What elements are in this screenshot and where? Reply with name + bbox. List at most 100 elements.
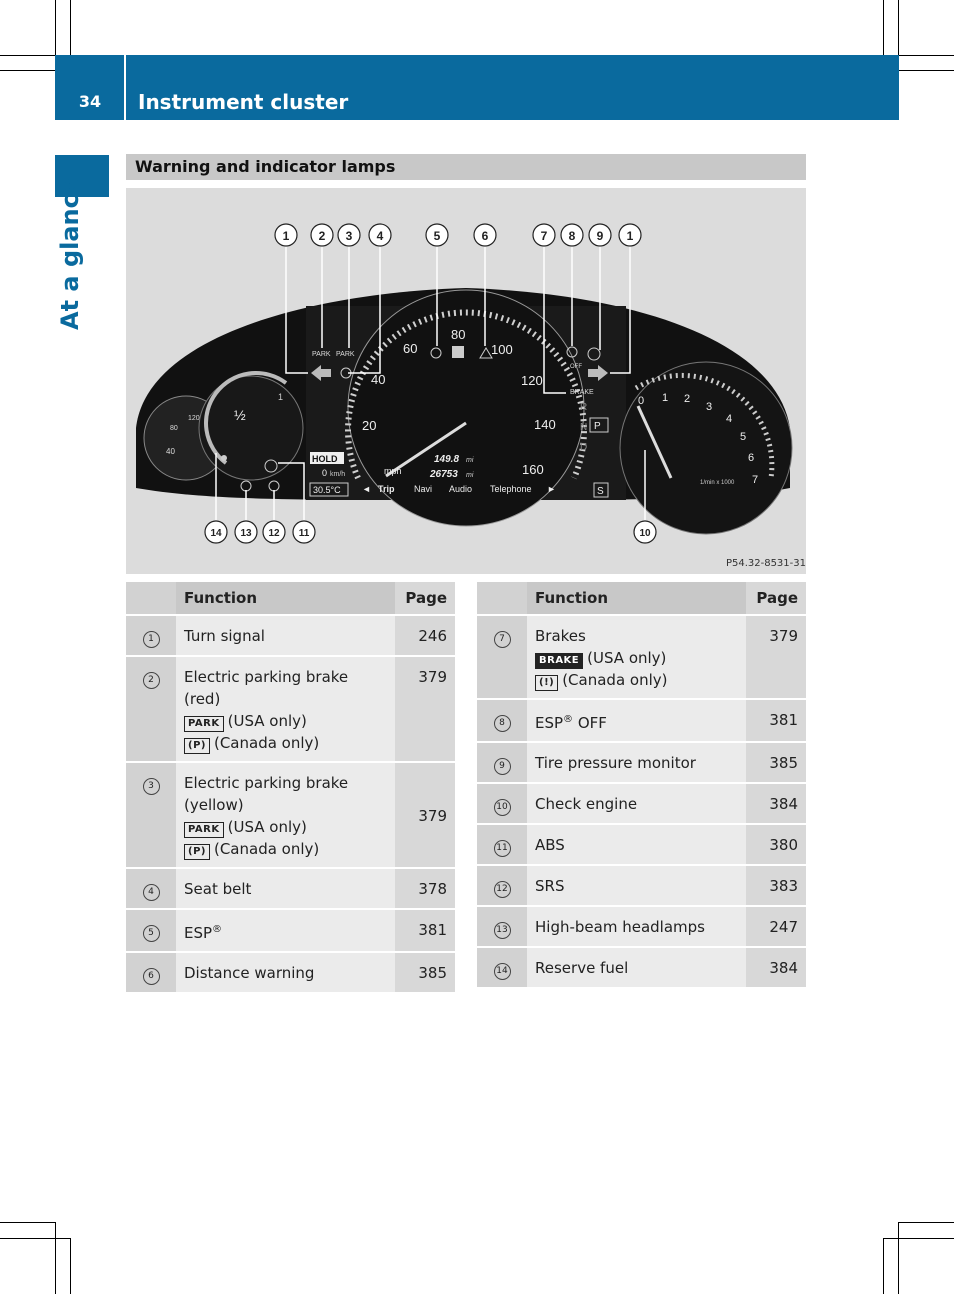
reserve-fuel-icon <box>221 455 227 461</box>
crop-mark <box>883 70 954 71</box>
header-divider <box>124 55 126 120</box>
function-cell: Check engine <box>527 784 746 825</box>
abs-icon <box>264 459 278 473</box>
menu-item-navi: Navi <box>414 484 432 494</box>
svg-text:13: 13 <box>240 528 252 539</box>
crop-mark <box>70 0 71 55</box>
gear-letter: P <box>594 421 601 432</box>
function-cell: Tire pressure monitor <box>527 743 746 784</box>
function-cell: Seat belt <box>176 869 395 910</box>
instrument-cluster-figure: 120°C 80 40 ½ 1 20 40 60 80 100 120 140 … <box>126 188 806 574</box>
esp-off-icon <box>566 346 578 358</box>
svg-text:3: 3 <box>346 229 353 243</box>
speedometer-scale <box>345 309 587 480</box>
tacho-tick-label: 2 <box>684 393 690 405</box>
callout-14: 14 <box>204 520 228 544</box>
gear-letter: D <box>580 442 587 453</box>
crop-mark <box>0 55 55 56</box>
function-cell: Electric parking brake (yellow) PARK(USA… <box>176 763 395 869</box>
table-row: 2 Electric parking brake (red) PARK(USA … <box>126 657 455 763</box>
svg-text:9: 9 <box>597 229 604 243</box>
function-cell: ESP® <box>176 910 395 953</box>
page-cell: 384 <box>746 784 806 825</box>
table-row: 13 High-beam headlamps 247 <box>477 907 806 948</box>
parking-p-symbol-icon: (P) <box>184 738 210 754</box>
crop-mark <box>883 0 884 55</box>
gear-letter: R <box>580 402 587 413</box>
park-indicator-red: PARK <box>312 351 331 358</box>
callout-leaders <box>215 246 646 520</box>
coolant-label-80: 80 <box>170 425 178 432</box>
page-cell: 385 <box>395 953 455 994</box>
row-number-badge: 9 <box>493 758 511 775</box>
callout-4: 4 <box>368 223 392 247</box>
svg-text:11: 11 <box>299 528 310 539</box>
callout-3: 3 <box>337 223 361 247</box>
svg-text:7: 7 <box>541 229 548 243</box>
tachometer-tick-labels: 0 1 2 3 4 5 6 7 <box>638 392 758 486</box>
crop-mark <box>55 1222 56 1294</box>
hold-box <box>310 452 344 464</box>
function-cell: Reserve fuel <box>527 948 746 989</box>
trip-value: 149.8 <box>434 454 459 465</box>
table-row: 4 Seat belt 378 <box>126 869 455 910</box>
outside-temperature: 30.5°C <box>313 485 341 495</box>
tacho-tick-label: 1 <box>662 392 668 404</box>
menu-item-telephone: Telephone <box>490 484 532 494</box>
svg-text:14: 14 <box>210 528 222 539</box>
function-cell: ESP® OFF <box>527 700 746 743</box>
menu-item-audio: Audio <box>449 484 472 494</box>
tacho-tick-label: 0 <box>638 395 644 407</box>
function-cell: Brakes BRAKE(USA only) (!)(Canada only) <box>527 616 746 700</box>
page-cell: 247 <box>746 907 806 948</box>
park-symbol-icon: PARK <box>184 716 224 732</box>
parking-p-symbol-icon: (P) <box>184 844 210 860</box>
table-row: 9 Tire pressure monitor 385 <box>477 743 806 784</box>
table-row: 3 Electric parking brake (yellow) PARK(U… <box>126 763 455 869</box>
hold-label: HOLD <box>312 454 338 464</box>
page-column-header: Page <box>395 582 455 616</box>
function-cell: ABS <box>527 825 746 866</box>
row-number-badge: 3 <box>142 778 160 795</box>
row-number-badge: 12 <box>493 881 511 898</box>
table-row: 1 Turn signal 246 <box>126 616 455 657</box>
chapter-title: Instrument cluster <box>138 90 349 114</box>
tacho-tick-label: 3 <box>706 401 712 413</box>
speedo-tick-label: 40 <box>371 372 385 387</box>
callout-9: 9 <box>588 223 612 247</box>
page-column-header: Page <box>746 582 806 616</box>
svg-text:1: 1 <box>283 229 290 243</box>
page-cell: 384 <box>746 948 806 989</box>
svg-text:2: 2 <box>319 229 326 243</box>
function-cell: High-beam headlamps <box>527 907 746 948</box>
tacho-tick-label: 4 <box>726 413 732 425</box>
tire-pressure-icon <box>587 347 601 361</box>
callout-12: 12 <box>262 520 286 544</box>
tacho-tick-label: 6 <box>748 452 754 464</box>
page-cell: 385 <box>746 743 806 784</box>
num-column-header <box>477 582 527 616</box>
brake-symbol-icon: BRAKE <box>535 653 584 669</box>
speedo-tick-label: 160 <box>522 462 544 477</box>
speed-unit: mph <box>384 466 402 476</box>
page-number: 34 <box>78 92 102 111</box>
callout-1-left: 1 <box>274 223 298 247</box>
crop-mark <box>898 1222 899 1294</box>
svg-text:1: 1 <box>627 229 634 243</box>
side-tab-label: At a glance <box>56 177 84 330</box>
function-cell: Electric parking brake (red) PARK(USA on… <box>176 657 395 763</box>
row-number-badge: 6 <box>142 968 160 985</box>
tacho-unit: 1/min x 1000 <box>700 480 735 486</box>
figure-code: P54.32-8531-31 <box>725 558 806 569</box>
crop-mark <box>898 0 899 70</box>
parking-p-icon <box>452 346 464 358</box>
callout-2: 2 <box>310 223 334 247</box>
speedometer-tick-labels: 20 40 60 80 100 120 140 160 <box>362 327 556 477</box>
speedo-tick-label: 120 <box>521 373 543 388</box>
crop-mark <box>70 1238 71 1294</box>
speedo-tick-label: 100 <box>491 342 513 357</box>
row-number-badge: 7 <box>493 631 511 648</box>
table-row: 10 Check engine 384 <box>477 784 806 825</box>
row-number-badge: 2 <box>142 672 160 689</box>
crop-mark <box>0 1222 55 1223</box>
